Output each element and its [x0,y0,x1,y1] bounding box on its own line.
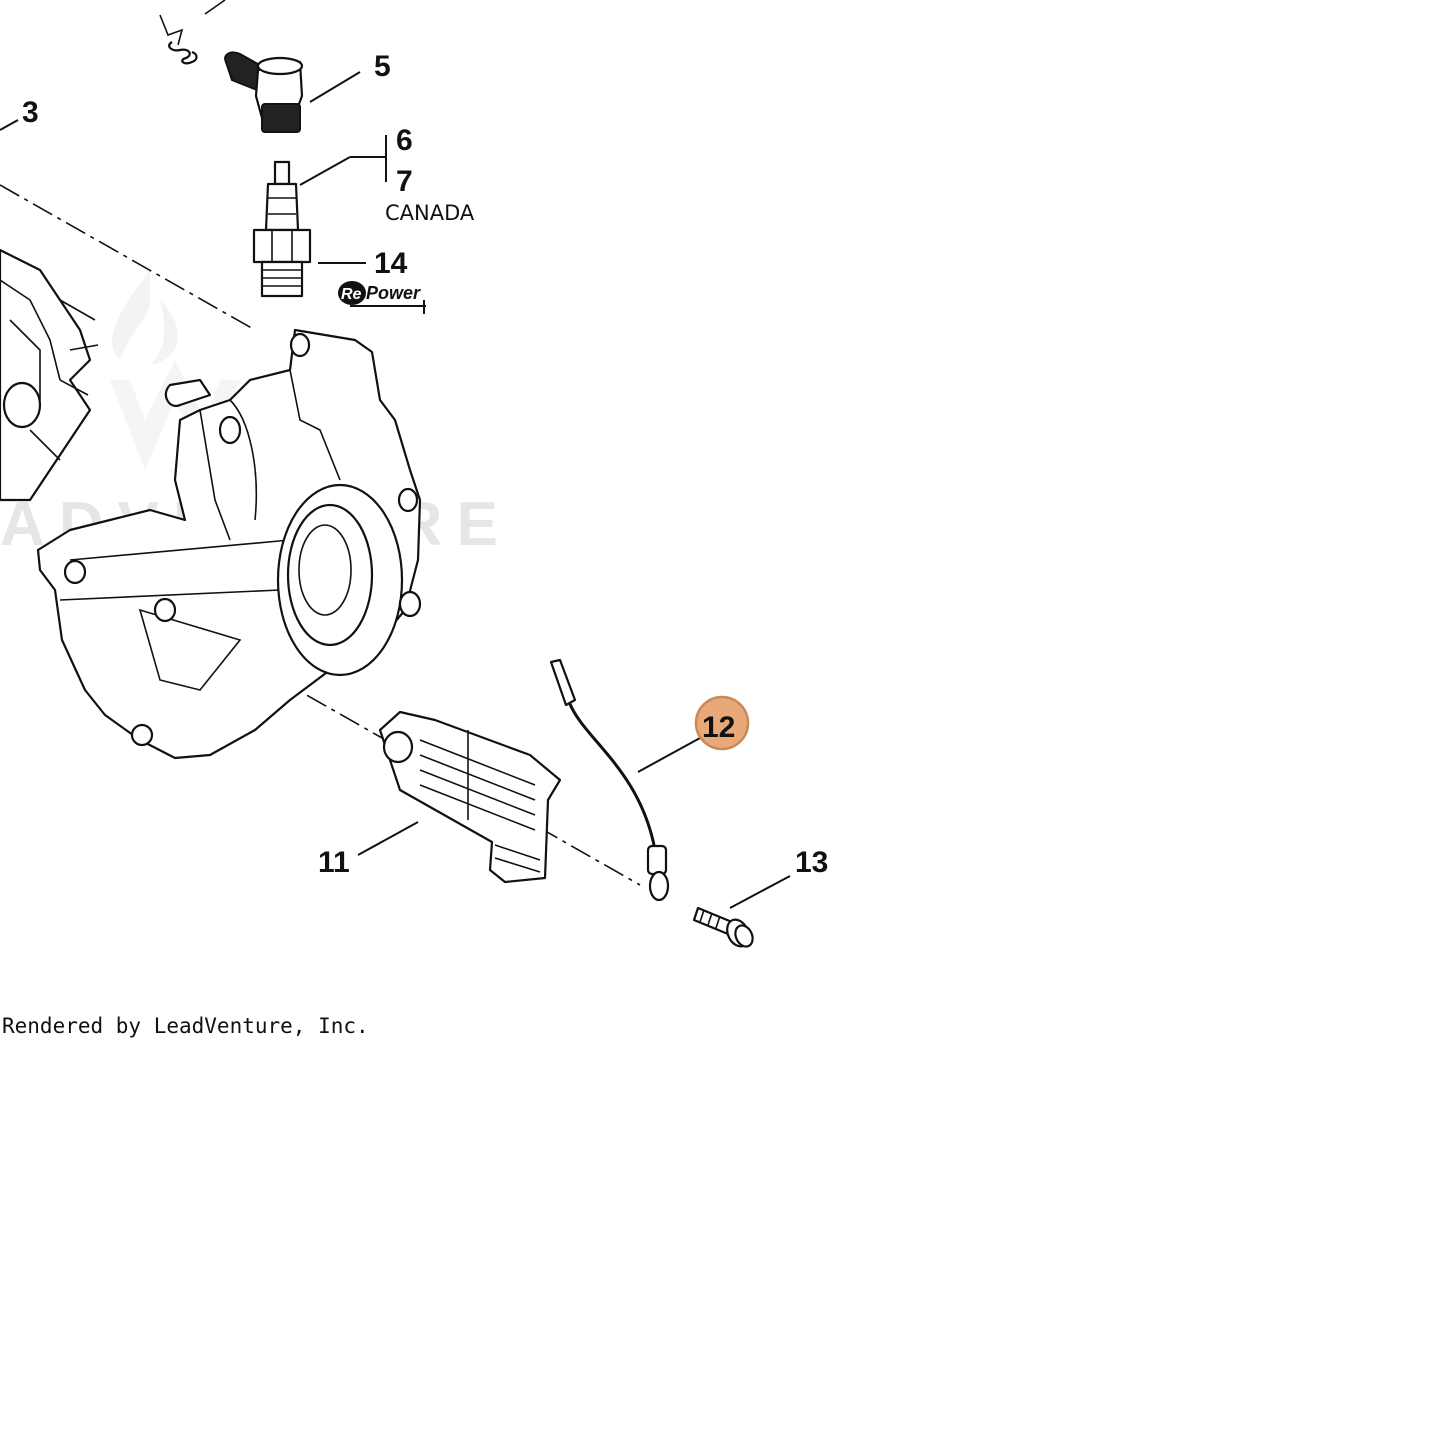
repower-badge: Re Power [338,281,426,314]
callout-7[interactable]: 7 [396,165,413,198]
ground-wire-part [549,658,670,902]
flywheel-part [0,248,99,502]
leader-lines [0,71,791,909]
crankcase-part [36,328,422,760]
callout-6[interactable]: 6 [396,124,413,157]
spring-part [159,0,226,65]
callout-11[interactable]: 11 [318,846,350,879]
repower-badge-prefix: Re [341,286,362,303]
ignition-module-part [378,710,562,884]
screw-part [692,906,754,948]
callout-5[interactable]: 5 [374,50,391,83]
highlight-marker[interactable] [694,695,750,751]
footer-credit: Rendered by LeadVenture, Inc. [2,1014,369,1038]
repower-badge-suffix: Power [366,283,421,303]
callout-12[interactable]: 12 [702,711,735,744]
region-note: CANADA [385,201,475,225]
spark-plug-boot [224,51,304,133]
callout-13[interactable]: 13 [795,846,828,879]
callout-3[interactable]: 3 [22,96,39,129]
spark-plug [252,160,312,298]
callout-14[interactable]: 14 [374,247,408,280]
